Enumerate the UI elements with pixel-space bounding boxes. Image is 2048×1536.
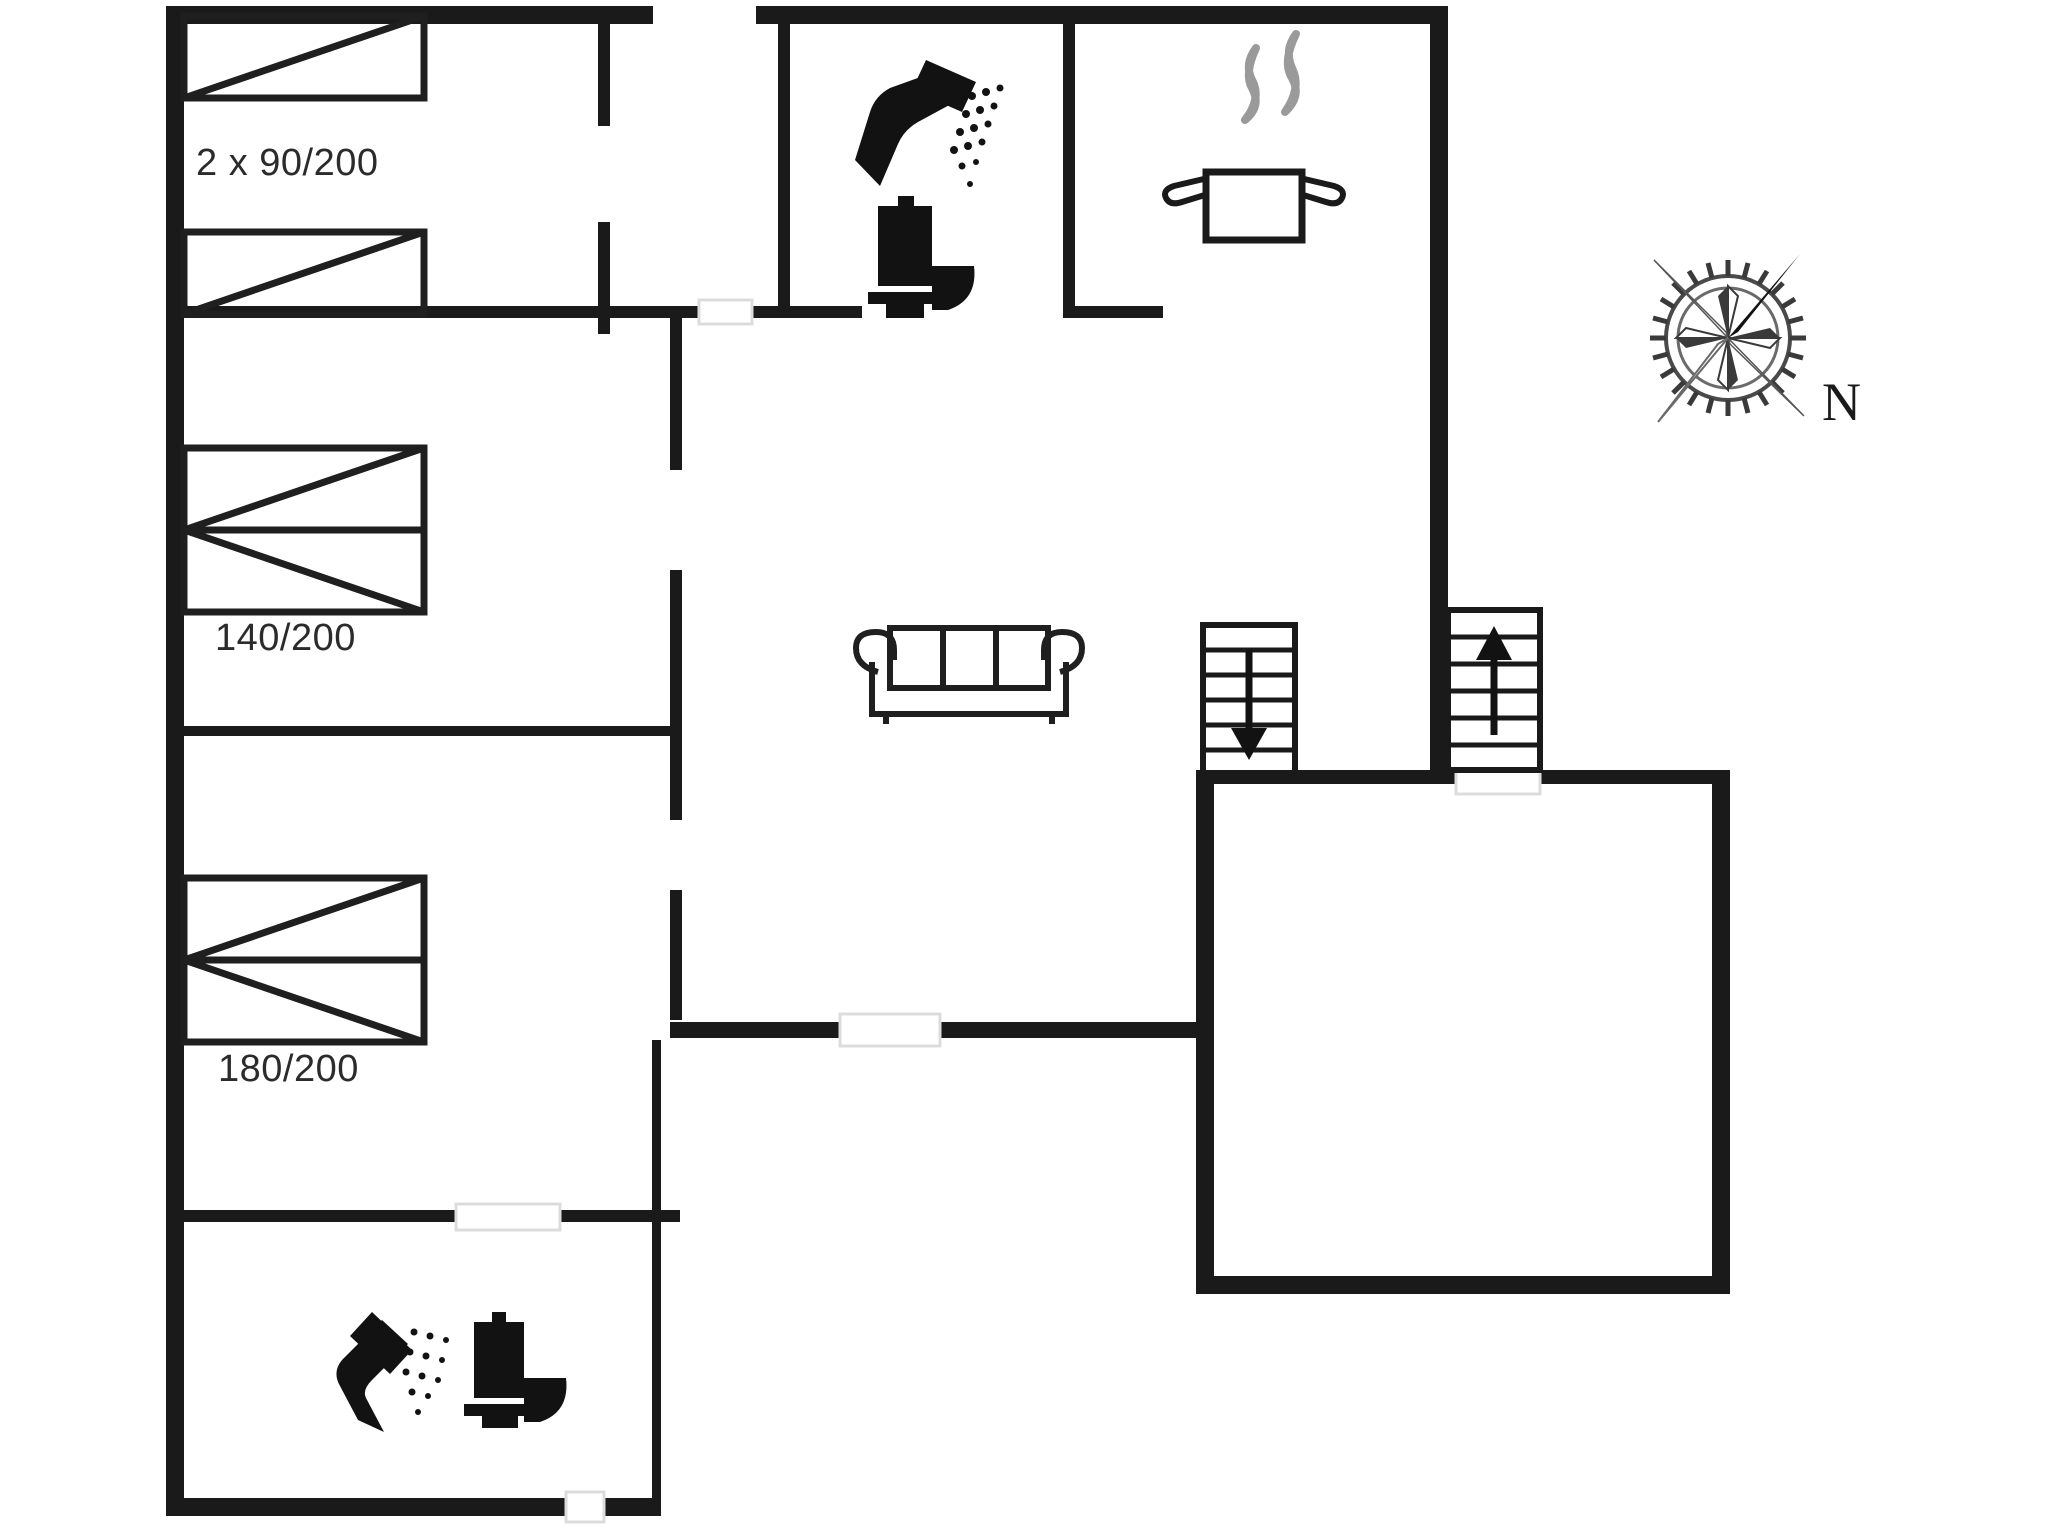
toilet-flush-upper <box>898 196 914 208</box>
wall-corridor-b <box>670 570 682 820</box>
stairs-up-arrow-head <box>1476 626 1512 660</box>
single-bed-upper <box>180 12 428 102</box>
cooking-pot-icon <box>1162 30 1346 244</box>
wall-living-bottom-left <box>670 1022 840 1038</box>
wall-between-bedrooms <box>166 726 682 736</box>
wall-bottom-right <box>604 1498 661 1516</box>
toilet-icon-lower <box>464 1312 567 1428</box>
stairs-down-arrow-head <box>1231 728 1267 760</box>
bed-size-label-180: 180/200 <box>218 1048 359 1090</box>
wall-right-upper <box>1430 6 1448 770</box>
toilet-cistern-lower <box>474 1322 524 1388</box>
bed-size-label-twin: 2 x 90/200 <box>196 142 379 184</box>
wall-bath-upper-bottom <box>1063 306 1163 318</box>
pot-handle-left <box>1162 174 1211 207</box>
exterior-walls <box>166 6 1448 1516</box>
shower-head-lower <box>350 1312 412 1374</box>
toilet-flush-lower <box>492 1312 506 1324</box>
wall-terrace-left <box>1196 770 1214 1290</box>
terrace-outline <box>1196 770 1730 1294</box>
compass-north-label: N <box>1822 372 1861 432</box>
single-bed-lower <box>180 228 428 318</box>
wall-stub-twin-a <box>598 14 610 126</box>
wall-mainblock-right-lower <box>652 1040 661 1516</box>
wall-bottom-left <box>166 1498 566 1516</box>
steam-wisp-left <box>1241 44 1260 124</box>
door-opening-twin <box>697 298 754 326</box>
shower-droplets-lower <box>402 1328 449 1415</box>
pot-handle-right <box>1297 174 1346 207</box>
wall-left-exterior <box>166 6 184 1516</box>
wall-lower-bath-top-right <box>560 1210 680 1222</box>
toilet-pedestal-upper <box>886 300 924 318</box>
steam-wisp-right <box>1281 30 1300 116</box>
compass-rose-icon <box>1650 254 1806 423</box>
wall-bath-upper-right <box>1063 6 1075 318</box>
wall-bath-upper-left <box>778 6 790 318</box>
compass-teeth <box>1650 260 1806 416</box>
wall-corridor-c <box>670 890 682 1020</box>
bed-frame-single-1 <box>180 12 428 102</box>
door-openings <box>454 298 1542 1524</box>
stairs-up-icon <box>1445 607 1543 773</box>
wall-living-bottom-right <box>940 1022 1200 1038</box>
bed-diagonal-single-1 <box>182 12 426 102</box>
shower-icon-upper <box>855 60 1004 187</box>
wall-terrace-top-right <box>1540 770 1730 784</box>
compass-star <box>1673 283 1783 393</box>
bed-diagonal-180-top <box>182 874 426 964</box>
wall-terrace-bottom <box>1196 1276 1730 1294</box>
pot-body <box>1202 168 1306 244</box>
bed-diagonal-140-top <box>182 444 426 534</box>
bed-size-label-140: 140/200 <box>215 617 356 659</box>
shower-head-upper <box>912 60 976 112</box>
bed-frame-single-2 <box>180 228 428 318</box>
wall-lower-bath-top-left <box>166 1210 456 1222</box>
bed-diagonal-single-2 <box>182 228 426 318</box>
door-opening-living <box>838 1012 942 1048</box>
wall-top-right <box>756 6 1448 24</box>
shower-icon-lower <box>336 1312 449 1432</box>
stairs-down-icon <box>1200 622 1298 776</box>
shower-droplets-upper <box>950 84 1004 187</box>
wall-terrace-right <box>1712 770 1730 1290</box>
bed-diagonal-180-bottom <box>182 956 426 1046</box>
wall-corridor-a <box>670 318 682 470</box>
toilet-cistern-upper <box>878 206 932 276</box>
double-bed-180 <box>180 874 428 1046</box>
toilet-icon-upper <box>868 196 975 318</box>
sofa-seat-base <box>869 662 1069 717</box>
sofa-backrest <box>887 625 1051 691</box>
toilet-base-upper <box>868 292 952 304</box>
double-bed-140 <box>180 444 428 616</box>
sofa-icon <box>852 625 1086 724</box>
bed-diagonal-140-bottom <box>182 526 426 616</box>
toilet-base-lower <box>464 1404 544 1416</box>
wall-twin-bottom-right <box>752 306 862 318</box>
compass-needle <box>1653 254 1805 423</box>
door-opening-lower-bath <box>454 1202 562 1232</box>
door-opening-bottom <box>564 1490 606 1524</box>
